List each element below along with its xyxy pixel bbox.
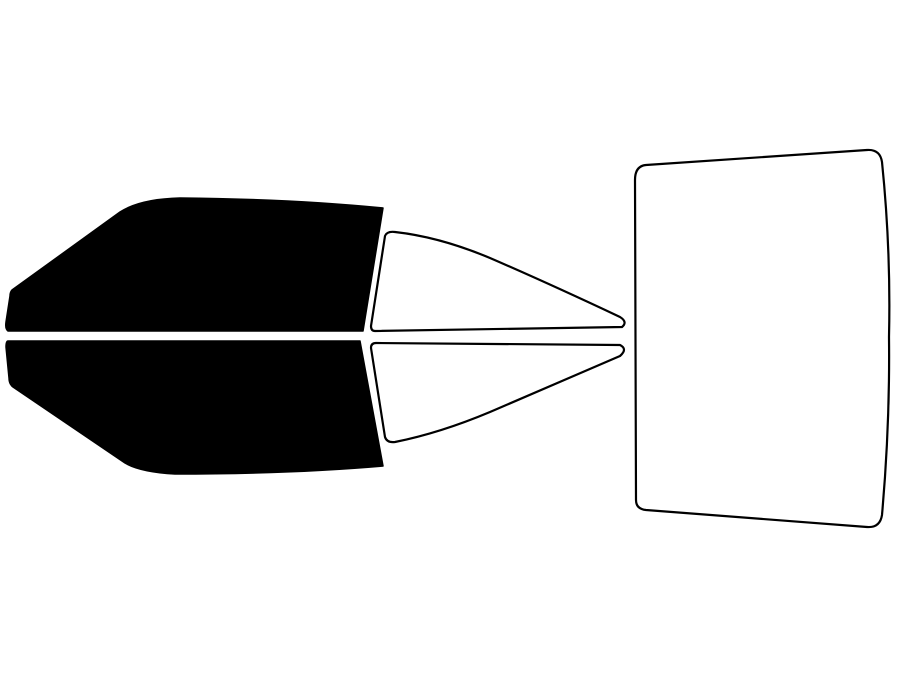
rear-windshield [633,148,891,529]
front-door-window-bottom [5,340,384,475]
rear-quarter-window-top [369,230,626,333]
front-door-window-top [5,197,384,332]
rear-quarter-window-bottom [369,341,626,444]
